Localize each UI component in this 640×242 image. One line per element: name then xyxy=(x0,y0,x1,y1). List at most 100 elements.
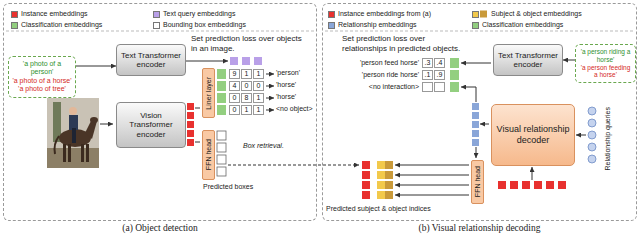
classification-embeddings-part xyxy=(217,93,226,103)
relationship-embeddings-part xyxy=(472,112,479,119)
arrows-part xyxy=(461,63,491,64)
arrows-part xyxy=(532,167,533,180)
relationship-query-circles-part xyxy=(588,143,596,151)
classification-embeddings xyxy=(217,58,459,115)
subject-object-embeddings-part xyxy=(385,171,393,179)
empty-score-cells xyxy=(423,83,445,92)
subject-object-embeddings-part xyxy=(385,181,393,189)
instance-embeddings-part xyxy=(498,181,506,189)
relationship-embeddings-part xyxy=(472,130,479,137)
subject-object-embeddings-part xyxy=(377,161,385,169)
score-cell: 8 xyxy=(241,93,252,103)
panel-caption: (a) Object detection xyxy=(4,223,316,233)
legend-swatch xyxy=(153,11,160,18)
instance-embeddings-part xyxy=(362,181,370,189)
relationship-embeddings xyxy=(472,103,479,146)
legend-swatch xyxy=(328,22,335,29)
classification-embeddings-part xyxy=(450,70,459,80)
prompt-box: 'a person riding a horse''a person feedi… xyxy=(575,44,636,83)
classification-embeddings-part xyxy=(450,58,459,68)
photo-part xyxy=(47,98,99,168)
node-text: FFN head xyxy=(474,166,481,197)
instance-embeddings-part xyxy=(187,139,194,146)
subject-object-embeddings-part xyxy=(377,181,385,189)
instance-embeddings-part xyxy=(558,181,566,189)
bounding-box-embeddings-part xyxy=(217,143,226,152)
legend-text: Instance embeddings xyxy=(21,9,88,19)
score-cell: 0 xyxy=(229,105,240,115)
arrows-part xyxy=(480,124,489,125)
relationship-embeddings-part xyxy=(472,121,479,128)
legend-swatch xyxy=(11,22,18,29)
relationship-query-circles-part xyxy=(588,131,596,139)
legend-text: Classification embeddings xyxy=(21,20,102,30)
score-cell: 0 xyxy=(253,81,264,91)
score-cell: .4 xyxy=(434,58,445,68)
score-cell: 0 xyxy=(241,81,252,91)
prompt-box: 'a photo of a person''a photo of a horse… xyxy=(8,56,76,98)
arrows-part xyxy=(100,124,113,125)
arrows-part xyxy=(228,165,359,166)
score-cell: .1 xyxy=(422,70,433,80)
text-query-embeddings-part xyxy=(242,57,250,65)
instance-embeddings-part xyxy=(187,112,194,119)
node-text: Text Transformer encoder xyxy=(120,51,182,69)
legend-text: Bounding box embeddings xyxy=(163,20,246,30)
arrows-part xyxy=(395,185,469,186)
score-cell: .3 xyxy=(422,58,433,68)
decoder-box: Visual relationship decoder xyxy=(491,104,575,166)
arrows-part xyxy=(195,108,200,109)
annotation-label: 'person' xyxy=(276,69,300,77)
classification-embeddings-part xyxy=(450,82,459,92)
relationship-query-circles xyxy=(588,107,596,163)
legend-swatch xyxy=(472,11,479,18)
legend-text: Relationship embeddings xyxy=(338,20,417,30)
subject-object-embeddings-part xyxy=(385,191,393,199)
text-query-embeddings xyxy=(230,57,262,65)
instance-embeddings-part xyxy=(522,181,530,189)
node-text: 'a person riding a horse' xyxy=(579,48,632,64)
instance-embeddings-part xyxy=(510,181,518,189)
annotation-label: Predicted boxes xyxy=(203,183,253,191)
photo xyxy=(47,98,99,168)
node-text: Visual relationship decoder xyxy=(495,124,571,146)
arrows-part xyxy=(395,175,469,176)
instance-embeddings-part xyxy=(534,181,542,189)
subject-object-embeddings-part xyxy=(385,161,393,169)
photo-part xyxy=(68,144,71,162)
photo-part xyxy=(63,144,66,162)
annotation-label: Box retrieval. xyxy=(243,142,284,150)
relationship-query-circles-part xyxy=(588,119,596,127)
photo-part xyxy=(55,136,60,154)
instance-embeddings-part xyxy=(187,130,194,137)
text-query-embeddings-part xyxy=(254,57,262,65)
subject-object-embeddings-part xyxy=(480,11,487,18)
node-text: 'a photo of tree' xyxy=(18,85,66,93)
photo-part xyxy=(69,115,78,130)
class-label: 'person feed horse' xyxy=(360,59,419,67)
arrows-part xyxy=(266,74,274,75)
legend-text: Text query embeddings xyxy=(163,9,235,19)
score-cell: 1 xyxy=(253,105,264,115)
node-text: 'a photo of a person' xyxy=(12,60,72,77)
arrows-part xyxy=(266,110,274,111)
legend-swatch xyxy=(472,22,479,29)
node-text: 'a person feeding a horse' xyxy=(579,64,632,80)
photo-part xyxy=(86,144,89,162)
node-text: FFN head xyxy=(205,139,212,170)
encoder-box: Text Transformer encoder xyxy=(493,44,563,76)
legend-text: Classification embeddings xyxy=(482,20,563,30)
photo-part xyxy=(72,128,76,143)
empty-score-cells-part xyxy=(435,83,445,92)
annotation-label: 'horse' xyxy=(276,93,296,101)
legend-separator-part xyxy=(6,31,314,32)
node-text: Vision Transformer encoder xyxy=(120,111,182,139)
bounding-box-embeddings-part xyxy=(217,167,226,176)
legend-separator xyxy=(6,31,634,32)
legend-text: Subject & object embeddings xyxy=(491,9,582,19)
score-cell: 9 xyxy=(229,69,240,79)
connector-arrow xyxy=(76,66,116,67)
legend-swatch xyxy=(11,11,18,18)
head-box: FFN head xyxy=(471,160,484,204)
